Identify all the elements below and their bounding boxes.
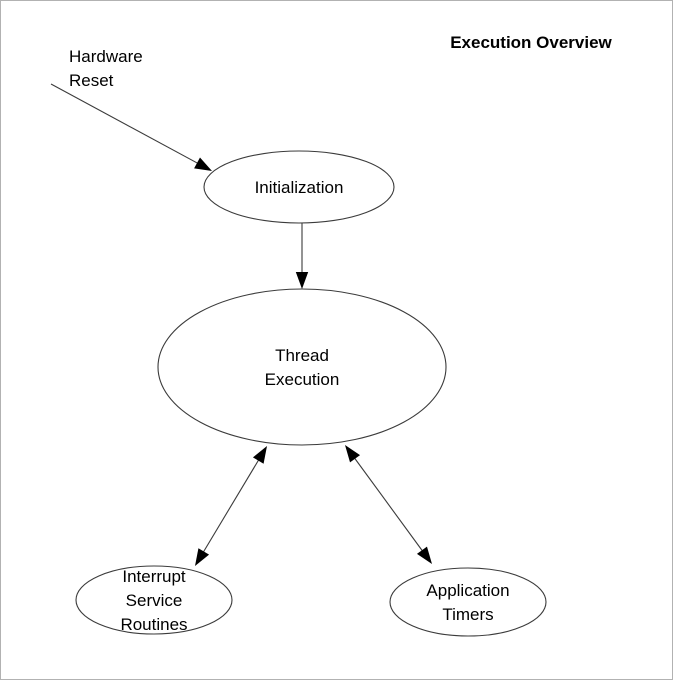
free-label-line: Hardware: [69, 47, 143, 66]
node-label: Application: [426, 581, 509, 600]
edge-thread-execution-to-application-timers: [345, 445, 432, 564]
node-label: Service: [126, 591, 183, 610]
page-title: Execution Overview: [450, 33, 612, 52]
arrow-head-icon: [195, 548, 210, 566]
ellipse-shape[interactable]: [389, 567, 547, 637]
edges-layer: [50, 83, 432, 566]
edge-line: [201, 456, 261, 556]
edge-hardware-reset-to-initialization: [50, 83, 212, 171]
edge-thread-execution-to-interrupt-service-routines: [195, 446, 267, 566]
ellipse-shape[interactable]: [157, 288, 447, 446]
nodes-layer: InitializationThreadExecutionInterruptSe…: [75, 150, 547, 637]
node-label: Routines: [120, 615, 187, 634]
node-label: Interrupt: [122, 567, 186, 586]
arrow-head-icon: [194, 157, 212, 171]
edge-line: [50, 83, 201, 166]
node-label: Execution: [265, 370, 340, 389]
edge-initialization-to-thread-execution: [295, 223, 309, 289]
node-label: Initialization: [255, 178, 344, 197]
ellipse-shape[interactable]: [75, 565, 233, 635]
edge-line: [352, 455, 425, 554]
arrow-head-icon: [416, 546, 432, 564]
node-initialization[interactable]: Initialization: [203, 150, 395, 224]
node-label: Thread: [275, 346, 329, 365]
ellipse-shape[interactable]: [203, 150, 395, 224]
free-label-line: Reset: [69, 71, 114, 90]
arrow-head-icon: [345, 445, 361, 463]
node-label: Timers: [442, 605, 493, 624]
arrow-head-icon: [252, 446, 267, 464]
arrow-head-icon: [295, 272, 309, 289]
